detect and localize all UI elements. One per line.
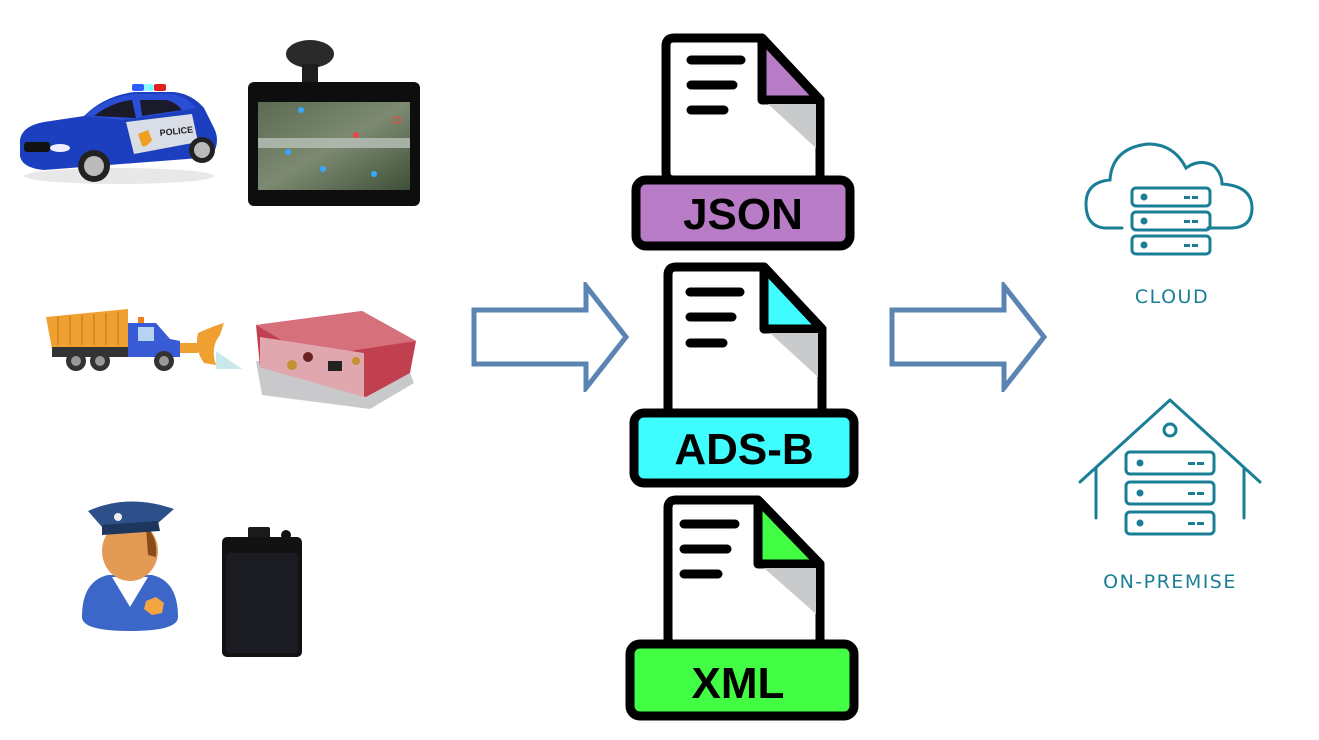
telematics-modem-icon [256,311,416,409]
cloud-server-icon [1084,142,1254,256]
format-label-xml: XML [692,659,785,708]
destination-label-on-premise: ON-PREMISE [1103,571,1237,593]
adsb-file-icon: ADS-B [629,262,859,488]
xml-file-icon: XML [625,495,859,721]
arrow-to-formats [471,282,630,392]
body-tracker-icon [222,527,302,657]
format-label-json: JSON [683,190,803,239]
snow-plow-truck-icon [46,309,242,371]
arrow-to-destinations [889,282,1048,392]
gps-tablet-icon [248,40,420,206]
house-server-icon [1078,398,1262,536]
format-label-adsb: ADS-B [674,425,813,474]
police-officer-icon [82,501,178,631]
json-file-icon: JSON [631,33,855,251]
svg-text:POLICE: POLICE [159,125,193,138]
destination-label-cloud: CLOUD [1134,286,1210,308]
police-car-icon: POLICE [20,84,217,184]
